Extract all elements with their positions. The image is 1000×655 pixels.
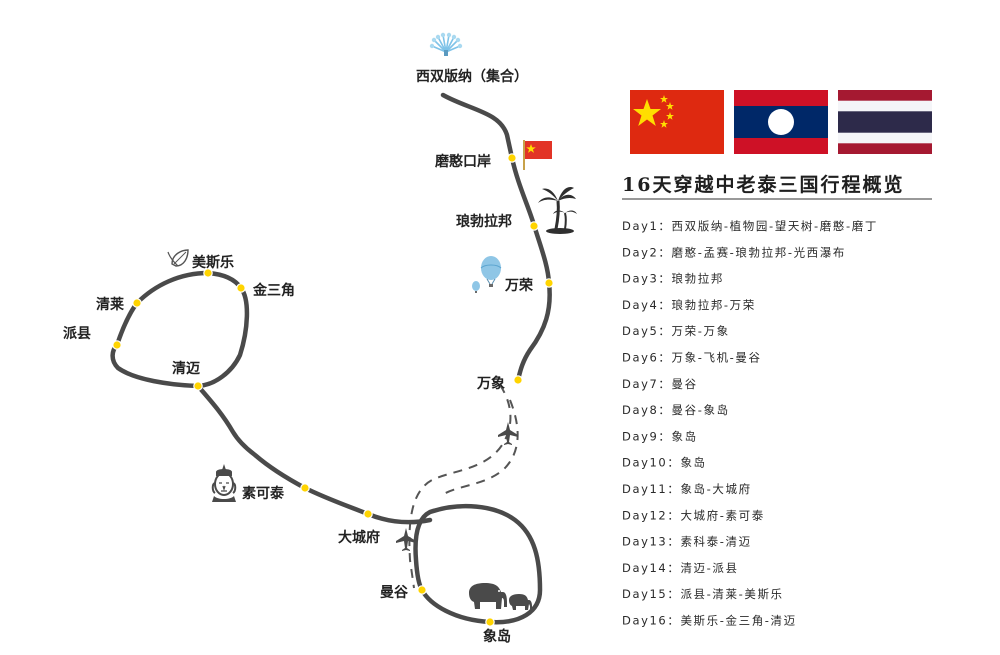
stop-dot-vangvieng xyxy=(544,278,554,288)
leaf-icon xyxy=(167,249,189,267)
place-label-ayutthaya: 大城府 xyxy=(338,529,380,546)
labels-layer: 西双版纳（集合） 磨憨口岸 琅勃拉邦 万荣 万象 曼谷 象岛 大城府 素可泰 清… xyxy=(63,68,534,645)
place-label-chiangmai: 清迈 xyxy=(172,360,200,377)
flight-vientiane-bangkok-path xyxy=(408,384,512,589)
stop-dot-goldentriangle xyxy=(236,283,246,293)
place-label-sukhothai: 素可泰 xyxy=(242,485,285,502)
itinerary-day-item: Day6：万象-飞机-曼谷 xyxy=(622,351,762,365)
palm-tree-icon xyxy=(538,187,577,234)
stop-dot-ayutthaya xyxy=(363,509,373,519)
flight-vientiane-bangkok-path-2 xyxy=(441,399,519,496)
china-flag xyxy=(630,90,724,154)
place-label-chiangrai: 清莱 xyxy=(96,296,124,313)
itinerary-day-item: Day16：美斯乐-金三角-清迈 xyxy=(622,614,797,628)
route-ayutthaya-chiangmai xyxy=(195,383,433,525)
stop-dot-chiangmai xyxy=(193,381,203,391)
hot-air-balloon-icon xyxy=(472,256,502,293)
airplane-icon xyxy=(396,528,416,551)
stop-dot-maesalong xyxy=(203,268,213,278)
thailand-flag xyxy=(838,90,932,154)
stop-dot-kohchang xyxy=(485,617,495,627)
itinerary-day-item: Day3：琅勃拉邦 xyxy=(622,272,724,286)
stop-dot-pai xyxy=(112,340,122,350)
itinerary-day-item: Day4：琅勃拉邦-万荣 xyxy=(622,298,756,312)
place-label-pai: 派县 xyxy=(63,326,91,342)
itinerary-day-item: Day11：象岛-大城府 xyxy=(622,482,752,496)
itinerary-day-item: Day9：象岛 xyxy=(622,429,698,443)
place-label-maesalong: 美斯乐 xyxy=(192,254,234,271)
itinerary-day-item: Day14：清迈-派县 xyxy=(622,561,739,575)
stop-dot-chiangrai xyxy=(132,298,142,308)
buddha-head-icon xyxy=(211,464,237,502)
stop-dot-bangkok xyxy=(417,585,427,595)
place-label-kohchang: 象岛 xyxy=(483,628,511,645)
itinerary-day-list: Day1：西双版纳-植物园-望天树-磨憨-磨丁 Day2：磨憨-孟赛-琅勃拉邦-光… xyxy=(622,219,878,628)
stop-dot-vientiane xyxy=(513,375,523,385)
itinerary-day-item: Day15：派县-清莱-美斯乐 xyxy=(622,587,784,601)
place-label-vangvieng: 万荣 xyxy=(504,277,534,294)
itinerary-day-item: Day2：磨憨-孟赛-琅勃拉邦-光西瀑布 xyxy=(622,245,846,259)
stops-layer xyxy=(112,153,554,627)
route-northern-loop xyxy=(110,270,250,389)
itinerary-day-item: Day8：曼谷-象岛 xyxy=(622,403,730,417)
peacock-icon xyxy=(429,32,463,56)
place-label-bangkok: 曼谷 xyxy=(380,585,409,601)
route-laos-segment xyxy=(440,92,552,383)
stop-dot-luangprabang xyxy=(529,221,539,231)
stop-dot-sukhothai xyxy=(300,483,310,493)
itinerary-day-item: Day10：象岛 xyxy=(622,456,707,470)
itinerary-day-item: Day13：素科泰-清迈 xyxy=(622,535,752,549)
place-label-xishuangbanna: 西双版纳（集合） xyxy=(416,68,528,85)
itinerary-day-item: Day5：万荣-万象 xyxy=(622,324,730,338)
china-flag-icon xyxy=(523,140,552,170)
place-label-luangprabang: 琅勃拉邦 xyxy=(456,213,512,230)
itinerary-day-item: Day12：大城府-素可泰 xyxy=(622,508,765,522)
laos-flag xyxy=(734,90,828,154)
stop-dot-mohan xyxy=(507,153,517,163)
place-label-goldentriangle: 金三角 xyxy=(252,282,295,299)
itinerary-day-item: Day7：曼谷 xyxy=(622,377,698,391)
place-label-vientiane: 万象 xyxy=(476,375,505,392)
itinerary-day-item: Day1：西双版纳-植物园-望天树-磨憨-磨丁 xyxy=(622,219,878,233)
airplane-icon xyxy=(498,422,518,445)
place-label-mohan: 磨憨口岸 xyxy=(435,153,491,170)
elephant-icon xyxy=(469,583,507,609)
itinerary-title: 16天穿越中老泰三国行程概览 xyxy=(622,173,904,196)
elephant-icon xyxy=(509,594,532,610)
